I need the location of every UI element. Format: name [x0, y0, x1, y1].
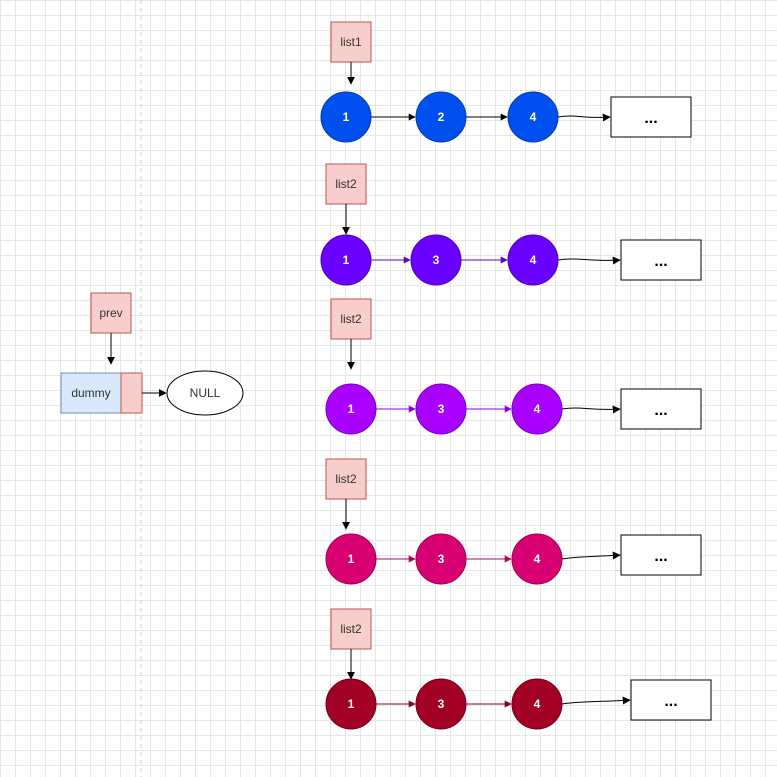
tail-box[interactable]: ... [620, 388, 702, 430]
node-circle [320, 91, 372, 143]
tail-box-label: ... [654, 253, 667, 270]
tail-link-arrow [561, 405, 621, 414]
prev-pointer[interactable]: prev [90, 292, 132, 334]
node-value: 1 [348, 697, 355, 711]
list-node[interactable]: 3 [415, 533, 467, 585]
list-node[interactable]: 4 [511, 383, 563, 435]
list-node[interactable]: 4 [511, 678, 563, 730]
tail-box-label: ... [644, 110, 657, 127]
list-node[interactable]: 4 [511, 533, 563, 585]
node-value: 1 [348, 552, 355, 566]
node-value: 2 [438, 110, 445, 124]
list2-pointer-c[interactable]: list2 [325, 458, 367, 500]
list-node[interactable]: 1 [320, 234, 372, 286]
node-value: 3 [433, 253, 440, 267]
list2-pointer-b[interactable]: list2 [330, 298, 372, 340]
node-value: 3 [438, 402, 445, 416]
node-value: 1 [348, 402, 355, 416]
tail-link-arrow [561, 551, 621, 560]
list1-pointer-label: list1 [340, 35, 362, 49]
list2-pointer-b-label: list2 [340, 312, 362, 326]
node-circle [325, 383, 377, 435]
node-value: 3 [438, 552, 445, 566]
list-row-2: 1 3 4... [320, 234, 702, 286]
node-value: 1 [343, 253, 350, 267]
list-node[interactable]: 4 [507, 91, 559, 143]
list-node[interactable]: 3 [410, 234, 462, 286]
list-node[interactable]: 1 [325, 678, 377, 730]
node-value: 4 [530, 110, 537, 124]
list-row-4: 1 3 4... [325, 533, 702, 585]
list-node[interactable]: 4 [507, 234, 559, 286]
node-value: 4 [534, 402, 541, 416]
node-circle [325, 678, 377, 730]
node-value: 4 [534, 697, 541, 711]
dummy-node-label: dummy [71, 386, 110, 400]
tail-link-arrow [561, 696, 631, 705]
node-circle [325, 533, 377, 585]
tail-box-label: ... [654, 548, 667, 565]
tail-link-arrow [557, 256, 621, 265]
tail-box[interactable]: ... [620, 239, 702, 281]
dummy-next-cell [120, 372, 143, 414]
node-circle [415, 678, 467, 730]
node-value: 4 [530, 253, 537, 267]
dummy-node[interactable]: dummy [60, 372, 143, 414]
list2-pointer-a[interactable]: list2 [325, 163, 367, 205]
list1-pointer[interactable]: list1 [330, 21, 372, 63]
node-circle [511, 383, 563, 435]
node-circle [320, 234, 372, 286]
node-value: 4 [534, 552, 541, 566]
node-value: 1 [343, 110, 350, 124]
node-circle [415, 383, 467, 435]
list-row-3: 1 3 4... [325, 383, 702, 435]
list-node[interactable]: 1 [325, 383, 377, 435]
tail-link-arrow [557, 113, 611, 122]
node-circle [511, 678, 563, 730]
list-row-5: 1 3 4... [325, 678, 712, 730]
node-circle [410, 234, 462, 286]
prev-pointer-label: prev [99, 306, 122, 320]
list-node[interactable]: 3 [415, 678, 467, 730]
tail-box[interactable]: ... [620, 534, 702, 576]
node-circle [415, 533, 467, 585]
null-node-label: NULL [190, 386, 221, 400]
node-circle [507, 91, 559, 143]
list-row-1: 1 2 4... [320, 91, 692, 143]
null-node[interactable]: NULL [166, 370, 244, 416]
node-circle [507, 234, 559, 286]
list-node[interactable]: 1 [320, 91, 372, 143]
node-value: 3 [438, 697, 445, 711]
linked-list-rows: 1 2 4... 1 3 4... 1 3 4... 1 3 4... 1 3 4... [320, 91, 712, 730]
tail-box-label: ... [664, 693, 677, 710]
node-circle [415, 91, 467, 143]
tail-box[interactable]: ... [610, 96, 692, 138]
list2-pointer-d-label: list2 [340, 622, 362, 636]
list-node[interactable]: 3 [415, 383, 467, 435]
node-circle [511, 533, 563, 585]
tail-box[interactable]: ... [630, 679, 712, 721]
list-node[interactable]: 2 [415, 91, 467, 143]
tail-box-label: ... [654, 402, 667, 419]
list-node[interactable]: 1 [325, 533, 377, 585]
list2-pointer-d[interactable]: list2 [330, 608, 372, 650]
list2-pointer-a-label: list2 [335, 177, 357, 191]
list2-pointer-c-label: list2 [335, 472, 357, 486]
